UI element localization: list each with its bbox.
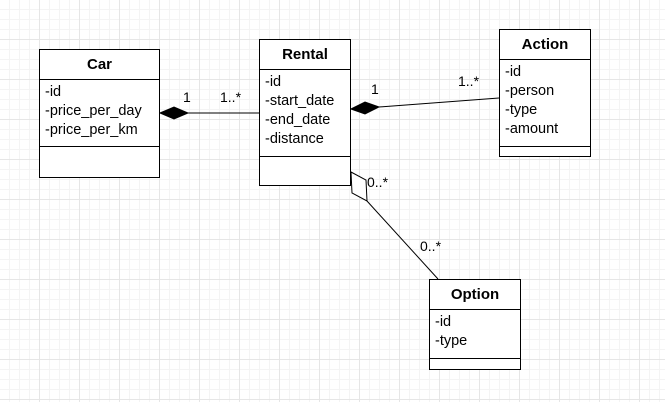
class-action-name: Action (500, 30, 590, 60)
action-multiplicity-label: 1..* (458, 73, 480, 89)
class-option-name: Option (430, 280, 520, 310)
class-rental-name: Rental (260, 40, 350, 70)
aggregation-diamond-icon (350, 171, 368, 202)
class-attribute: -type (435, 333, 468, 349)
rental-car-multiplicity-label: 1..* (220, 89, 242, 105)
class-action[interactable]: Action -id -person -type -amount (499, 29, 591, 157)
composition-diamond-icon (158, 106, 190, 120)
class-attribute: -amount (505, 121, 559, 137)
option-multiplicity-label: 0..* (420, 238, 442, 254)
class-attribute: -start_date (265, 93, 335, 109)
class-attribute: -end_date (265, 112, 331, 128)
class-attribute: -price_per_km (45, 122, 138, 138)
class-attribute: -id (505, 64, 522, 80)
class-attribute: -person (505, 83, 555, 99)
rental-option-source-multiplicity-label: 0..* (367, 174, 389, 190)
class-attribute: -distance (265, 131, 324, 147)
class-action-attributes: -id -person -type -amount (500, 60, 590, 147)
class-attribute: -price_per_day (45, 103, 142, 119)
class-attribute: -id (45, 84, 62, 100)
class-car-name: Car (40, 50, 159, 80)
class-attribute: -type (505, 102, 538, 118)
rental-option-association: 0..* 0..* (350, 171, 442, 280)
composition-diamond-icon (349, 101, 381, 115)
rental-option-line (366, 200, 439, 280)
class-option-attributes: -id -type (430, 310, 520, 359)
car-rental-association: 1 1..* (158, 89, 259, 120)
rental-action-source-multiplicity-label: 1 (371, 81, 379, 97)
class-option[interactable]: Option -id -type (429, 279, 521, 370)
class-car-attributes: -id -price_per_day -price_per_km (40, 80, 159, 147)
class-attribute: -id (265, 74, 282, 90)
class-rental[interactable]: Rental -id -start_date -end_date -distan… (259, 39, 351, 186)
rental-action-association: 1 1..* (349, 73, 500, 115)
class-rental-attributes: -id -start_date -end_date -distance (260, 70, 350, 157)
rental-action-line (378, 97, 500, 108)
car-multiplicity-label: 1 (183, 89, 191, 105)
class-attribute: -id (435, 314, 452, 330)
class-car[interactable]: Car -id -price_per_day -price_per_km (39, 49, 160, 178)
